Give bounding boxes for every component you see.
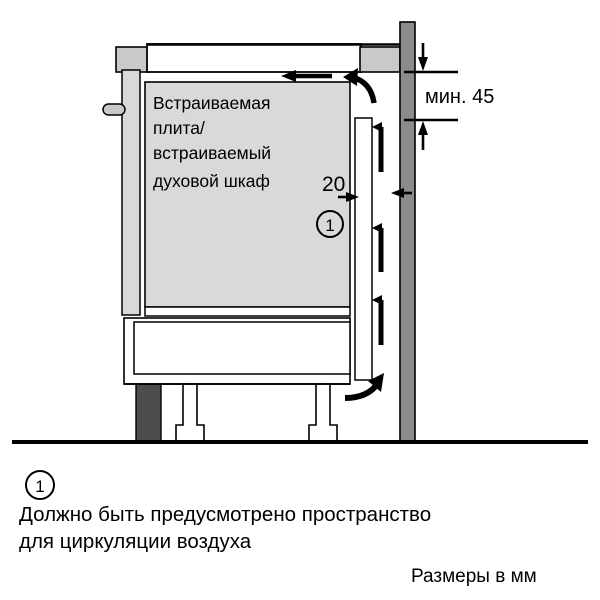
left-cabinet-panel [102,69,141,316]
note-marker-number: 1 [35,477,44,496]
adjustable-foot-left [175,383,205,442]
drawer-top-band [144,306,351,317]
dim45-arrow-head-top [418,57,428,71]
airflow-curve-bottom-head [368,373,384,392]
dim20-arrow-head-left [346,192,359,202]
appliance-label-line-2: плита/ [153,118,205,138]
dimension-min-45-label: мин. 45 [425,86,494,108]
dimension-20-label: 20 [322,173,345,196]
drawer-box-inner [133,321,351,375]
wall [399,21,416,443]
appliance-label-line-3: встраиваемый [153,143,271,163]
appliance-outer [144,81,351,308]
dimension-20: 20 [322,173,412,202]
lower-drawer [123,306,351,385]
callout-marker-1: 1 [316,210,344,238]
airflow-arrow-left-head [281,70,296,82]
appliance-body: Встраиваемая плита/ встраиваемый духовой… [144,81,351,308]
dim20-arrow-head-right [391,188,404,198]
note-line-2: для циркуляции воздуха [19,530,252,553]
appliance-label-line-1: Встраиваемая [153,93,270,113]
note-line-1: Должно быть предусмотрено пространство [19,503,431,526]
countertop-slab [146,43,362,73]
note-marker-circle [25,470,55,500]
appliance-label-line-4: духовой шкаф [153,171,270,191]
callout-marker-1-circle [316,210,344,238]
dimension-min-45: мин. 45 [404,43,494,150]
countertop-left-cap [115,46,149,73]
air-gap-channel [354,117,373,381]
panel-handle-icon [102,103,126,116]
countertop [115,43,401,73]
units-note: Размеры в мм [411,566,537,587]
air-channel-outline [354,117,373,381]
note-block: 1 Должно быть предусмотрено пространство… [19,470,431,553]
countertop-right-cap [359,46,401,73]
plinth-block [135,383,162,443]
adjustable-foot-right [308,383,338,442]
wall-column [399,21,416,443]
left-panel-body [121,69,141,316]
dim45-arrow-head-bottom [418,121,428,135]
base-supports [124,383,350,443]
callout-marker-1-number: 1 [325,216,334,235]
airflow-curve-top-head [343,68,358,86]
airflow-arrows [281,68,384,401]
